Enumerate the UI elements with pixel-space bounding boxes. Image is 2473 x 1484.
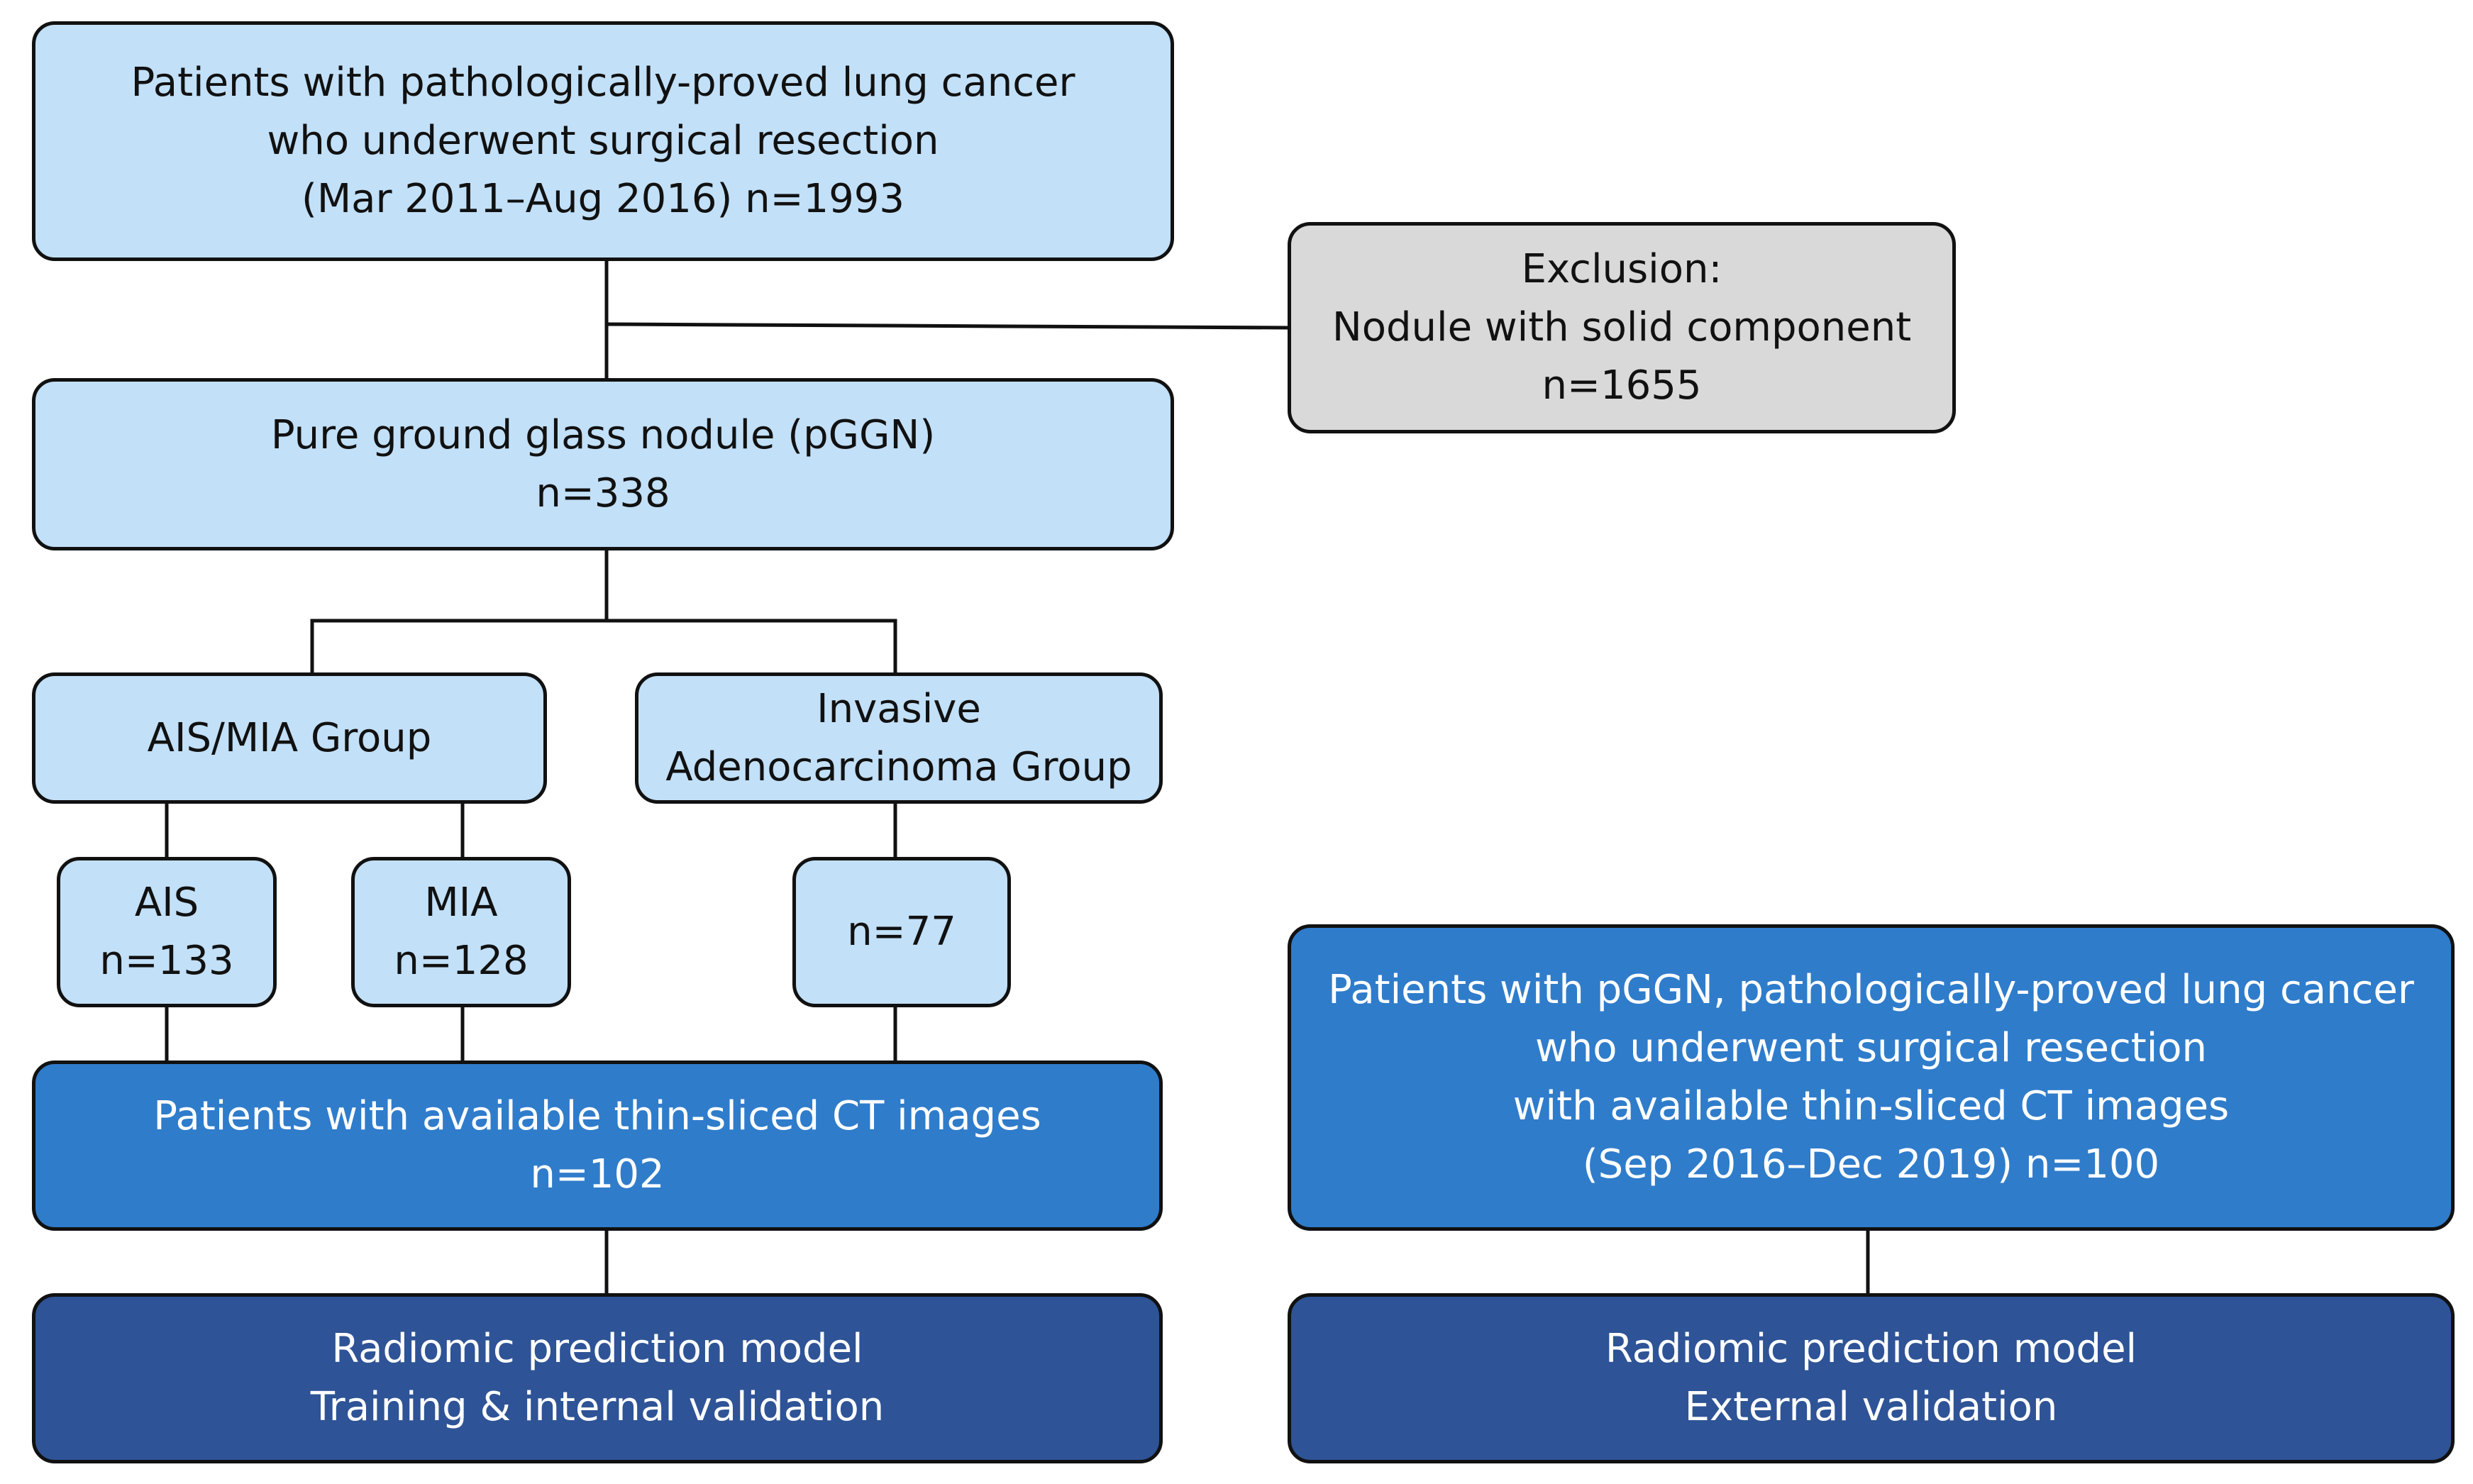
box-text-line: Nodule with solid component [1332,304,1912,350]
box-thin-sliced-ct-patients: Patients with available thin-sliced CT i… [32,1061,1163,1231]
box-text-line: Training & internal validation [310,1384,885,1430]
box-external-cohort: Patients with pGGN, pathologically-prove… [1288,924,2455,1231]
box-pure-ground-glass-nodule: Pure ground glass nodule (pGGN) n=338 [32,378,1174,550]
box-text-line: Exclusion: [1521,246,1722,292]
box-text-line: (Mar 2011–Aug 2016) n=1993 [301,176,905,222]
box-model-training-internal-validation: Radiomic prediction model Training & int… [32,1293,1163,1463]
box-text-line: MIA [424,880,498,926]
box-patients-lung-cancer: Patients with pathologically-proved lung… [32,21,1174,261]
box-text-line: who underwent surgical resection [267,118,939,164]
box-invasive-count: n=77 [792,857,1011,1007]
box-text-line: Patients with pathologically-proved lung… [131,60,1075,106]
box-text-line: AIS/MIA Group [147,714,432,761]
box-mia: MIA n=128 [351,857,571,1007]
box-text-line: Patients with available thin-sliced CT i… [153,1093,1041,1139]
box-text-line: (Sep 2016–Dec 2019) n=100 [1582,1141,2160,1187]
connector-to-exclusion [604,322,1290,330]
box-ais-mia-group: AIS/MIA Group [32,672,547,804]
box-text-line: Pure ground glass nodule (pGGN) [270,411,936,458]
box-text-line: AIS [134,880,199,926]
box-text-line: External validation [1684,1384,2058,1430]
box-model-external-validation: Radiomic prediction model External valid… [1288,1293,2455,1463]
box-text-line: n=102 [530,1151,665,1197]
box-text-line: n=338 [536,470,670,516]
box-text-line: who underwent surgical resection [1534,1025,2208,1071]
box-exclusion: Exclusion: Nodule with solid component n… [1288,222,1956,433]
box-text-line: n=128 [394,938,529,984]
box-text-line: Adenocarcinoma Group [665,743,1132,790]
box-text-line: Radiomic prediction model [1605,1326,2137,1372]
box-text-line: with available thin-sliced CT images [1512,1083,2230,1129]
box-text-line: Radiomic prediction model [331,1326,863,1372]
box-invasive-adenocarcinoma-group: Invasive Adenocarcinoma Group [635,672,1163,804]
box-text-line: n=1655 [1542,362,1702,409]
box-text-line: n=77 [847,909,956,955]
box-text-line: Patients with pGGN, pathologically-prove… [1328,967,2414,1013]
box-ais: AIS n=133 [57,857,277,1007]
box-text-line: Invasive [817,685,981,732]
box-text-line: n=133 [99,938,234,984]
